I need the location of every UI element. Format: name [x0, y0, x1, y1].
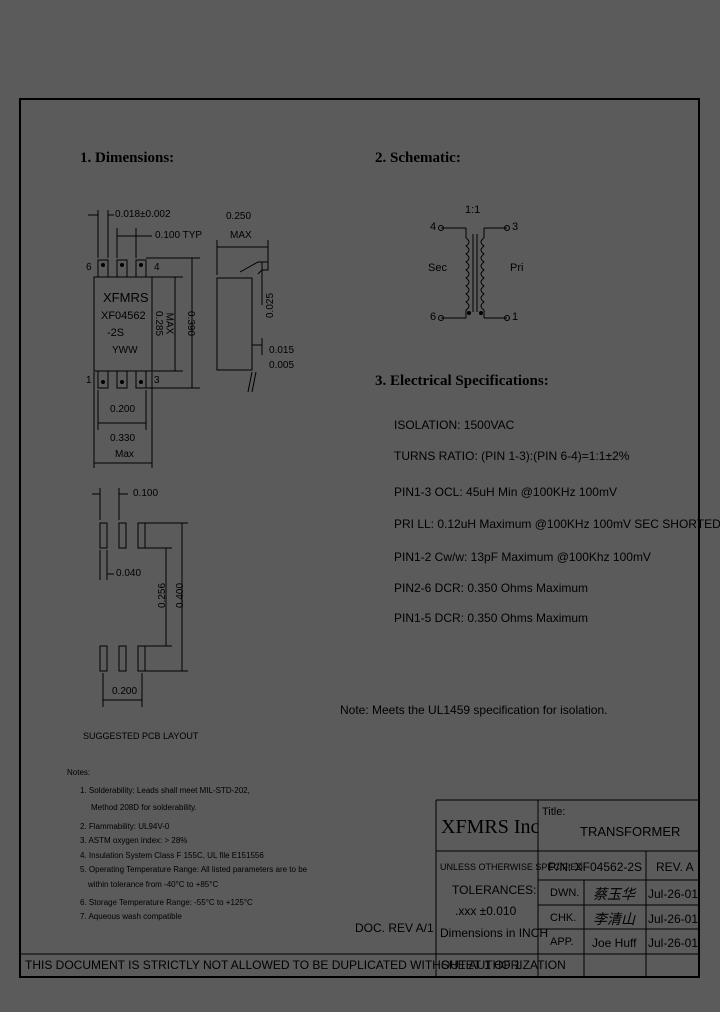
- lead-height-label: 0.025: [265, 292, 277, 319]
- checked-date: Jul-26-01: [648, 912, 699, 926]
- drawn-date: Jul-26-01: [648, 887, 699, 901]
- tolerances-label: TOLERANCES:: [452, 883, 537, 897]
- spec-line: PIN1-5 DCR: 0.350 Ohms Maximum: [394, 611, 589, 625]
- schematic-heading: 2. Schematic:: [375, 150, 461, 166]
- drawing-title: TRANSFORMER: [580, 824, 681, 839]
- body-length-max-label: MAX: [163, 312, 175, 335]
- note-item: Method 208D for solderability.: [91, 803, 197, 812]
- overall-width-label: 0.330: [110, 433, 136, 444]
- marking-line-3: -2S: [107, 327, 125, 339]
- pad-outer-label: 0.400: [175, 582, 187, 609]
- notes-title: Notes:: [67, 768, 91, 777]
- overall-length-label: 0.390: [185, 310, 197, 337]
- overall-width-max-label: Max: [115, 449, 134, 460]
- title-label: Title:: [542, 806, 566, 818]
- pitch-label: 0.100 TYP: [155, 230, 203, 241]
- drawn-signature: 蔡玉华: [593, 888, 635, 903]
- company-name: XFMRS Inc: [441, 816, 540, 838]
- doc-revision: DOC. REV A/1: [355, 921, 434, 935]
- sheet-number: SHEET 1 OF 1: [441, 958, 521, 972]
- note-item: 3. ASTM oxygen index: > 28%: [80, 836, 188, 845]
- spec-line: PIN1-2 Cw/w: 13pF Maximum @100Khz 100mV: [394, 550, 651, 564]
- marking-line-2: XF04562: [101, 310, 146, 322]
- note-item: 7. Aqueous wash compatible: [80, 912, 182, 921]
- turns-ratio-label: 1:1: [465, 204, 481, 216]
- electrical-heading: 3. Electrical Specifications:: [375, 373, 549, 389]
- tolerance-value: .xxx ±0.010: [455, 904, 517, 918]
- secondary-label: Sec: [428, 262, 447, 274]
- checked-signature: 李清山: [593, 913, 635, 928]
- spec-line: PIN1-3 OCL: 45uH Min @100KHz 100mV: [394, 485, 617, 499]
- note-item: 1. Solderability: Leads shall meet MIL-S…: [80, 786, 250, 795]
- drawn-label: DWN.: [550, 887, 580, 899]
- dimensions-unit: Dimensions in INCH: [440, 926, 549, 940]
- lead-thickness-2: 0.005: [269, 360, 295, 371]
- primary-label: Pri: [510, 262, 524, 274]
- schem-pin-3: 3: [512, 221, 519, 233]
- pcb-row-span-label: 0.200: [112, 686, 138, 697]
- unless-specified: UNLESS OTHERWISE SPECIFIED: [440, 862, 583, 872]
- approved-date: Jul-26-01: [648, 936, 699, 950]
- pad-pitch-label: 0.100: [133, 488, 159, 499]
- checked-label: CHK.: [550, 912, 577, 924]
- approved-name: Joe Huff: [592, 936, 637, 950]
- approved-label: APP.: [550, 936, 574, 948]
- width-max-label: 0.250: [226, 211, 252, 222]
- marking-line-4: YWW: [112, 345, 138, 356]
- pin-4-label: 4: [154, 262, 160, 273]
- lead-width-label: 0.018±0.002: [115, 209, 171, 220]
- pin-6-label: 6: [86, 262, 92, 273]
- schem-pin-6: 6: [430, 311, 437, 323]
- spec-line: PRI LL: 0.12uH Maximum @100KHz 100mV SEC…: [394, 517, 720, 531]
- disclaimer: THIS DOCUMENT IS STRICTLY NOT ALLOWED TO…: [25, 958, 566, 972]
- isolation-note: Note: Meets the UL1459 specification for…: [340, 703, 608, 717]
- pin-1-label: 1: [86, 375, 92, 386]
- marking-line-1: XFMRS: [103, 290, 149, 305]
- revision: REV. A: [656, 860, 694, 874]
- part-number: P/N: XF04562-2S: [548, 860, 643, 874]
- drawing-sheet: [19, 98, 700, 978]
- spec-line: TURNS RATIO: (PIN 1-3):(PIN 6-4)=1:1±2%: [394, 449, 630, 463]
- note-item: 4. Insulation System Class F 155C, UL fi…: [80, 851, 264, 860]
- width-max-suffix: MAX: [230, 230, 252, 241]
- spec-line: PIN2-6 DCR: 0.350 Ohms Maximum: [394, 581, 589, 595]
- note-item: within tolerance from -40°C to +85°C: [88, 880, 219, 889]
- lead-thickness-1: 0.015: [269, 345, 295, 356]
- dimensions-heading: 1. Dimensions:: [80, 150, 175, 166]
- pad-span-label: 0.256: [157, 582, 169, 609]
- pcb-caption: SUGGESTED PCB LAYOUT: [83, 731, 199, 741]
- note-item: 2. Flammability: UL94V-0: [80, 822, 170, 831]
- spec-line: ISOLATION: 1500VAC: [394, 418, 515, 432]
- note-item: 5. Operating Temperature Range: All list…: [80, 865, 308, 874]
- schem-pin-1: 1: [512, 311, 519, 323]
- pin-3-label: 3: [154, 375, 160, 386]
- note-item: 6. Storage Temperature Range: -55°C to +…: [80, 898, 253, 907]
- row-span-label: 0.200: [110, 404, 136, 415]
- schem-pin-4: 4: [430, 221, 437, 233]
- pad-width-label: 0.040: [116, 568, 142, 579]
